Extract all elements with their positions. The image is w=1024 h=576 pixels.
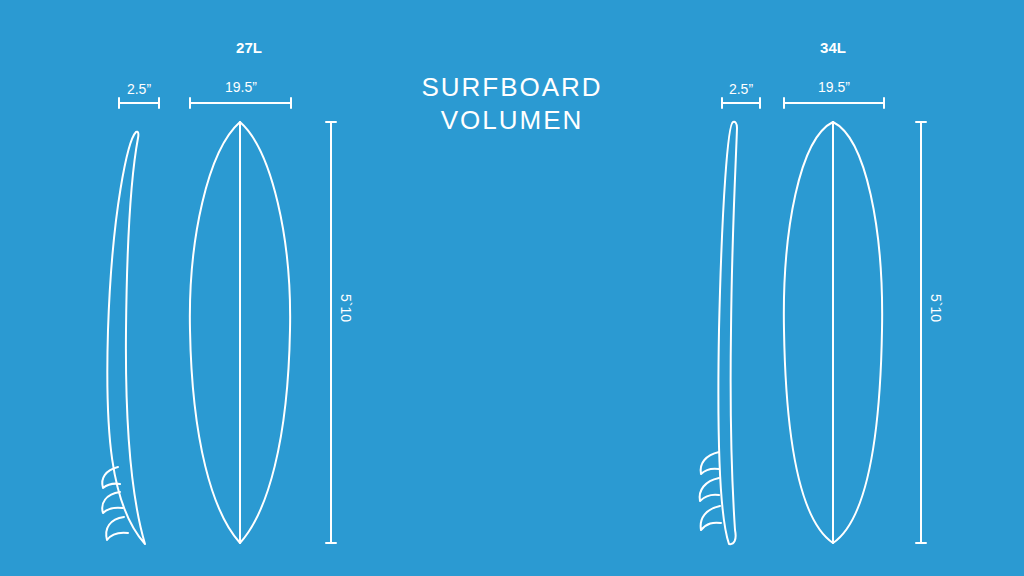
dimension-bracket: [916, 122, 926, 543]
stringer: [239, 122, 241, 543]
board-side-profile: [718, 122, 737, 544]
stringer: [832, 122, 834, 543]
fin: [102, 467, 120, 488]
length-dimension: 5`10: [928, 294, 944, 322]
fin: [701, 506, 721, 530]
board-outline: [784, 122, 882, 543]
dimension-bracket: [119, 98, 159, 108]
length-dimension: 5`10: [338, 294, 354, 322]
diagram-title: SURFBOARD VOLUMEN: [397, 71, 627, 137]
thickness-dimension: 2.5”: [127, 81, 151, 97]
width-dimension: 19.5”: [225, 79, 257, 95]
width-dimension: 19.5”: [818, 79, 850, 95]
volume-label: 27L: [236, 39, 262, 56]
board-side-profile: [107, 132, 145, 544]
volume-label: 34L: [820, 39, 846, 56]
board-outline: [190, 122, 290, 543]
fin: [701, 452, 719, 474]
fin: [106, 517, 128, 540]
thickness-dimension: 2.5”: [729, 81, 753, 97]
dimension-bracket: [326, 122, 336, 543]
dimension-bracket: [190, 98, 291, 108]
fin: [700, 478, 719, 501]
fin: [102, 492, 123, 513]
dimension-bracket: [784, 98, 884, 108]
dimension-bracket: [722, 98, 760, 108]
